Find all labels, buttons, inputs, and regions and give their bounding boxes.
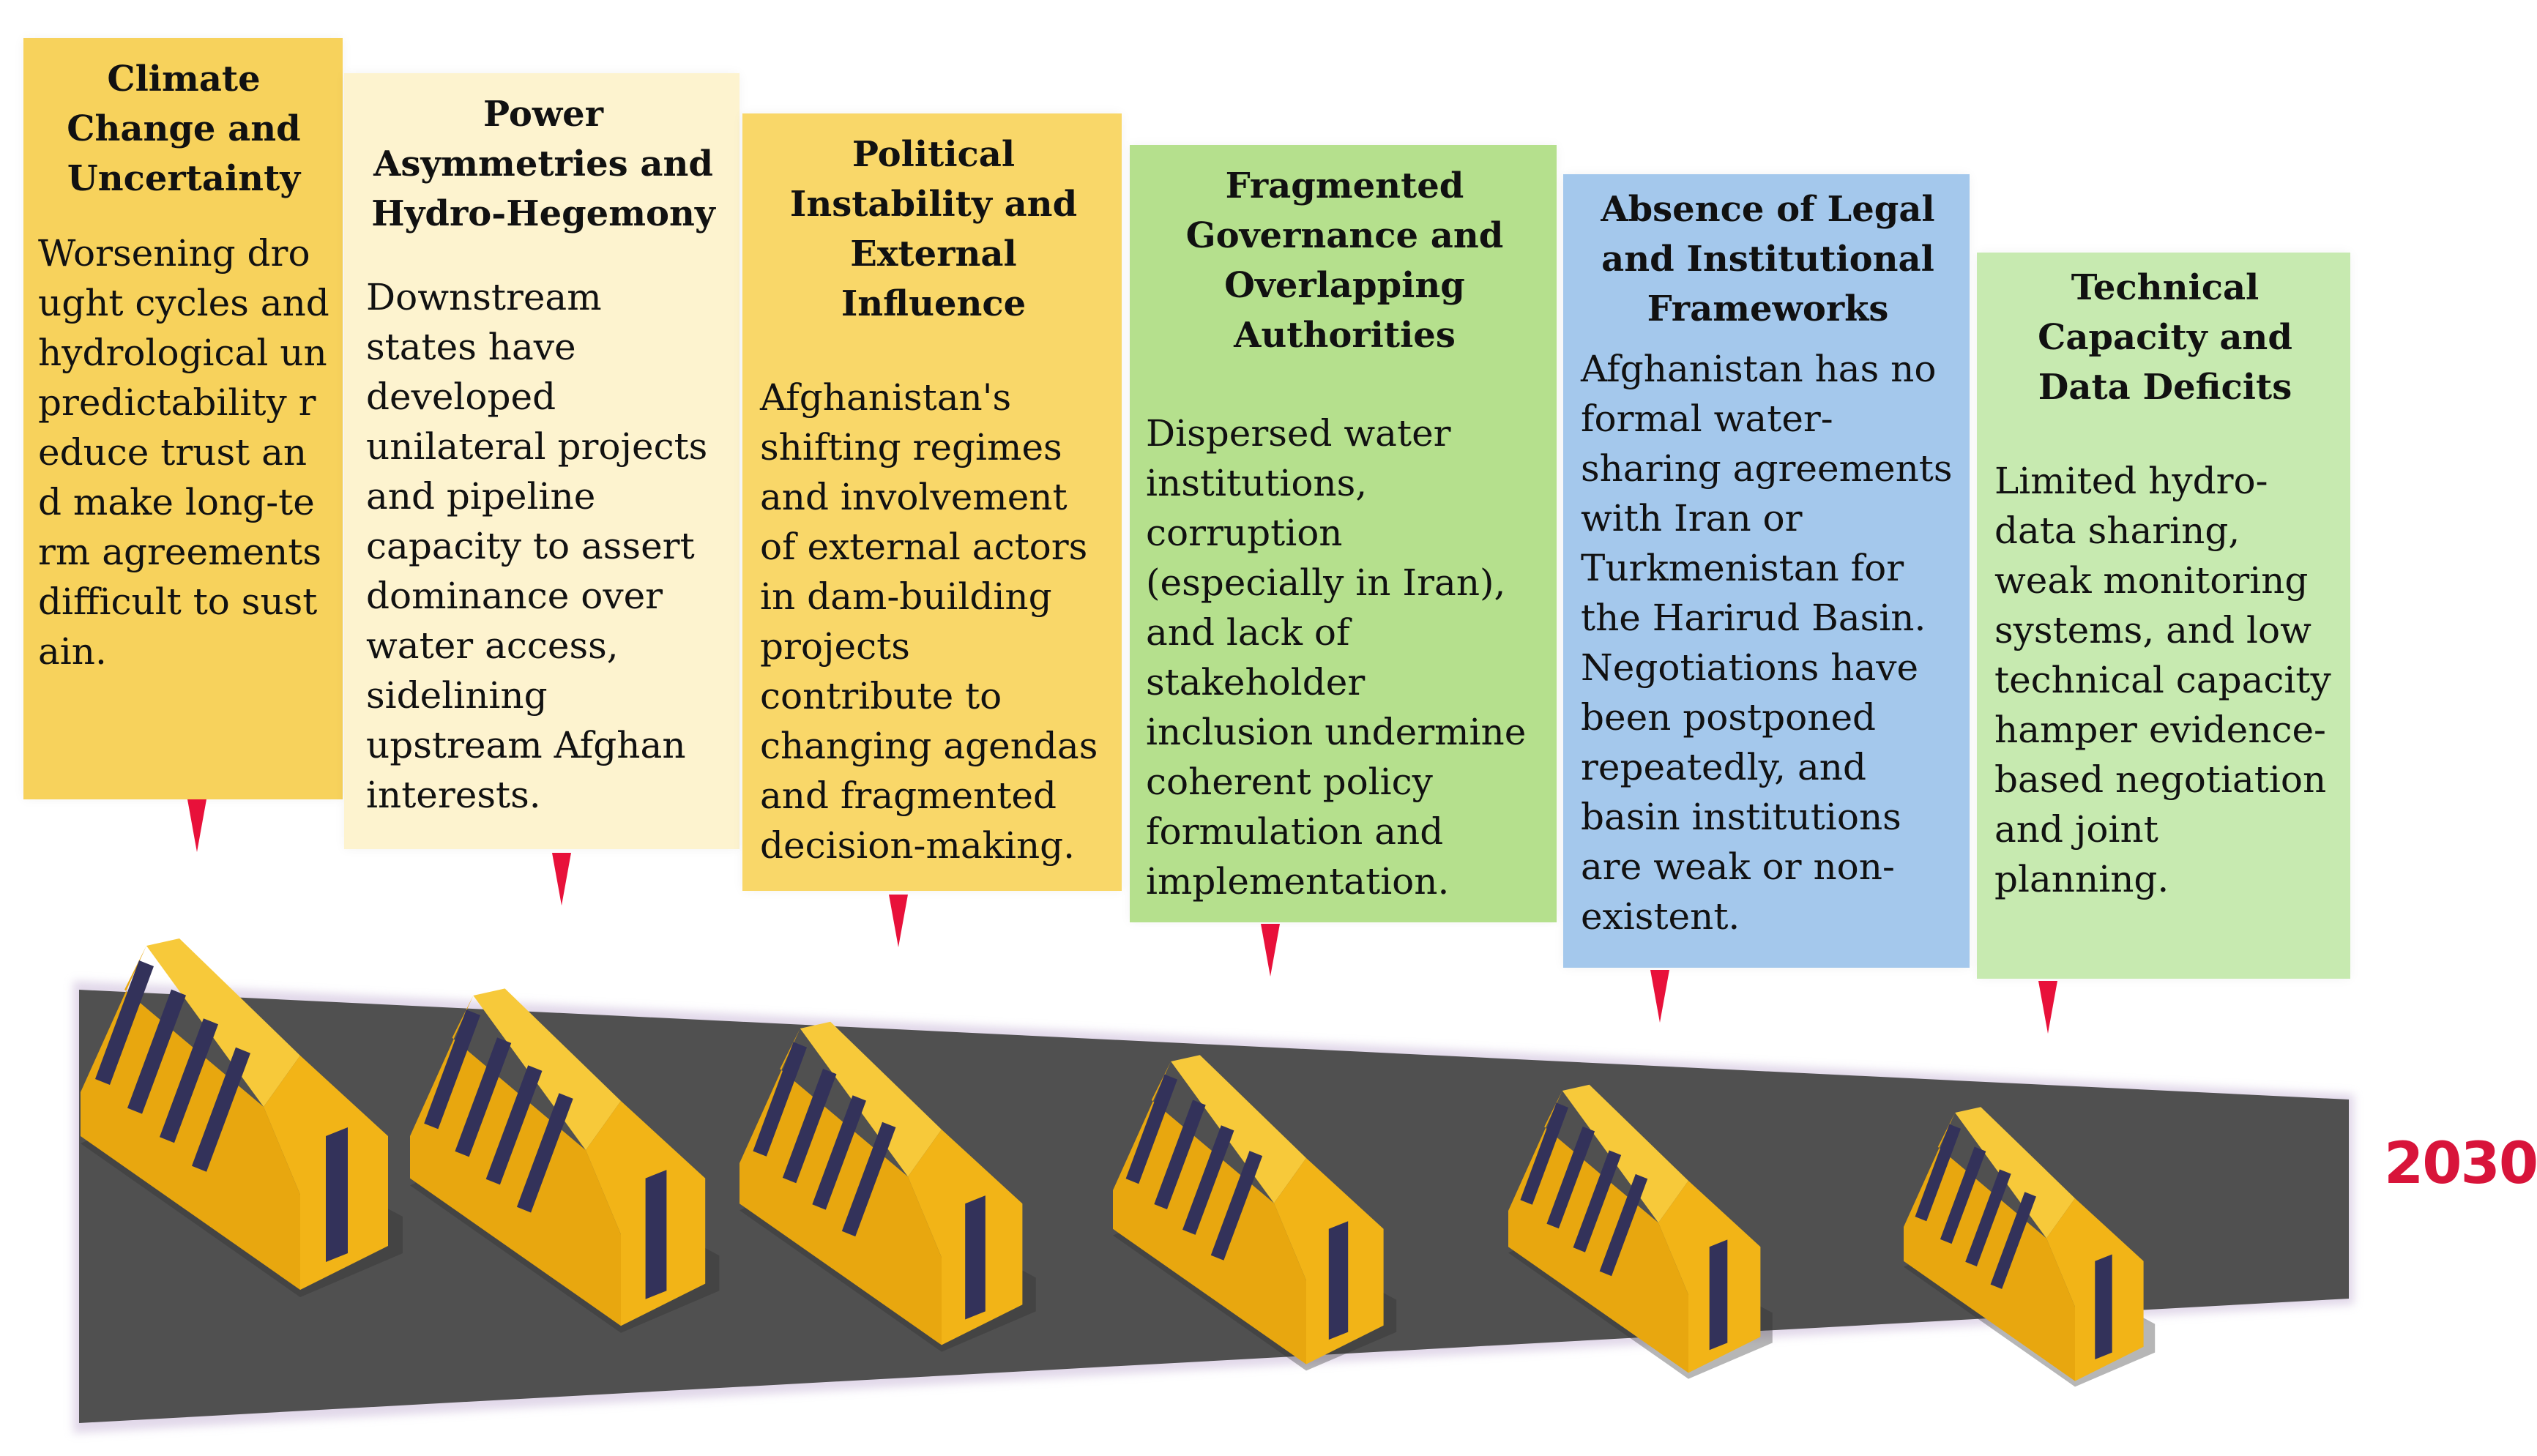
barrier-stripe bbox=[1546, 1126, 1595, 1229]
pointer-marker bbox=[1650, 970, 1669, 1023]
barrier-stripe bbox=[1182, 1125, 1234, 1235]
barrier-top bbox=[1562, 1084, 1688, 1223]
challenge-body: Worsening drought cycles and hydrologica… bbox=[38, 232, 329, 673]
pointer-marker bbox=[1261, 924, 1280, 977]
challenge-body: Afghanistan has no formal water-sharing … bbox=[1581, 348, 1953, 938]
barrier-stripe bbox=[841, 1121, 896, 1237]
barrier-stripe bbox=[1915, 1124, 1961, 1222]
challenge-card: Fragmented Governance and Overlapping Au… bbox=[1130, 145, 1557, 922]
challenge-body: Limited hydro-data sharing, weak monitor… bbox=[1994, 460, 2331, 900]
jersey-barrier bbox=[1508, 1084, 1773, 1379]
barrier-front-face bbox=[1508, 1091, 1688, 1373]
challenge-body: Downstream states have developed unilate… bbox=[366, 276, 708, 816]
challenge-title: Technical Capacity and Data Deficits bbox=[2038, 267, 2292, 408]
barrier-front-face bbox=[410, 996, 621, 1326]
barrier-stripe bbox=[516, 1093, 573, 1213]
challenge-body: Dispersed water institutions, corruption… bbox=[1146, 412, 1527, 903]
barrier-stripe bbox=[1940, 1146, 1986, 1244]
barrier-front-face bbox=[1904, 1113, 2075, 1381]
barrier-end-slot bbox=[645, 1170, 667, 1299]
barrier-front-face bbox=[1113, 1061, 1306, 1364]
barrier-stripe bbox=[1210, 1151, 1263, 1261]
barrier-group bbox=[81, 938, 2156, 1387]
year-text: 2030 bbox=[2384, 1131, 2537, 1197]
barrier-stripe bbox=[455, 1037, 512, 1157]
barrier-stripe bbox=[1520, 1102, 1568, 1205]
barrier-top bbox=[800, 1021, 942, 1177]
barrier-stripe bbox=[424, 1009, 480, 1130]
jersey-barrier bbox=[740, 1021, 1036, 1352]
barrier-top bbox=[473, 988, 621, 1151]
barrier-end-slot bbox=[1328, 1221, 1349, 1340]
barrier-front-face bbox=[81, 946, 300, 1290]
challenge-title: Power Asymmetries and Hydro-Hegemony bbox=[371, 94, 715, 234]
barrier-stripe bbox=[812, 1095, 866, 1210]
barrier-end-slot bbox=[326, 1127, 348, 1262]
barrier-stripe bbox=[160, 1018, 218, 1143]
challenge-title: Absence of Legal and Institutional Frame… bbox=[1601, 189, 1935, 329]
challenge-body: Afghanistan's shifting regimes and invol… bbox=[760, 376, 1098, 867]
jersey-barrier bbox=[1113, 1055, 1397, 1371]
barrier-front-face bbox=[740, 1028, 942, 1345]
barrier-top bbox=[1171, 1055, 1306, 1203]
challenge-title: Fragmented Governance and Overlapping Au… bbox=[1185, 165, 1504, 356]
barrier-stripe bbox=[1599, 1173, 1648, 1277]
pointer-marker bbox=[2038, 981, 2057, 1034]
pointer-marker bbox=[889, 895, 908, 947]
barrier-stripe bbox=[1573, 1150, 1622, 1252]
challenge-card: Power Asymmetries and Hydro-Hegemony Dow… bbox=[344, 73, 740, 849]
challenge-card: Technical Capacity and Data Deficits Lim… bbox=[1977, 253, 2350, 979]
barrier-stripe bbox=[127, 989, 186, 1114]
barrier-end-slot bbox=[1709, 1239, 1728, 1351]
barrier-top bbox=[1955, 1107, 2075, 1239]
target-year-label: 2030 bbox=[2384, 1131, 2537, 1197]
barrier-end-slot bbox=[965, 1195, 986, 1320]
challenge-card: Political Instability and External Influ… bbox=[742, 113, 1122, 891]
pointer-marker bbox=[552, 853, 571, 906]
challenge-title: Political Instability and External Influ… bbox=[789, 134, 1078, 324]
barrier-stripe bbox=[1965, 1169, 2011, 1266]
jersey-barrier bbox=[410, 988, 720, 1333]
barrier-stripe bbox=[1990, 1192, 2036, 1289]
barrier-stripe bbox=[782, 1068, 837, 1184]
barrier-stripe bbox=[95, 960, 154, 1085]
challenge-card: Climate Change and Uncertainty Worsening… bbox=[23, 38, 343, 799]
challenge-card: Absence of Legal and Institutional Frame… bbox=[1563, 174, 1970, 968]
barrier-stripe bbox=[1125, 1074, 1177, 1184]
barrier-stripe bbox=[753, 1042, 807, 1157]
barrier-stripe bbox=[192, 1047, 250, 1172]
jersey-barrier bbox=[81, 938, 403, 1297]
barrier-stripe bbox=[485, 1065, 543, 1185]
jersey-barrier bbox=[1904, 1107, 2156, 1387]
barrier-top bbox=[146, 938, 300, 1107]
challenge-title: Climate Change and Uncertainty bbox=[67, 59, 301, 199]
pointer-marker bbox=[187, 799, 206, 852]
barrier-stripe bbox=[1154, 1100, 1206, 1210]
barrier-end-slot bbox=[2095, 1254, 2112, 1359]
